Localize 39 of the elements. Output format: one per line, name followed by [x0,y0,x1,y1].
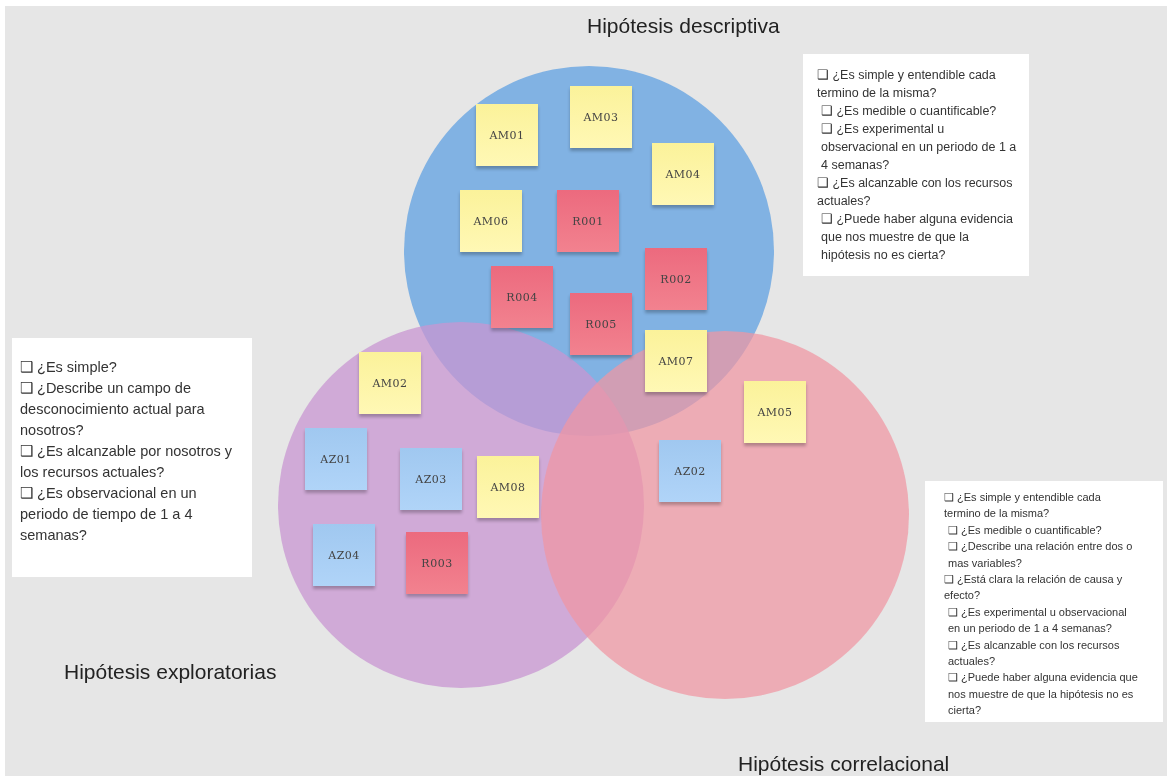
checklist-item: ❑ ¿Puede haber alguna evidencia que nos muestre de que la hipótesis no es cierta? [947,670,1139,719]
sticky-note: R001 [557,190,619,252]
checklist-item: ❑ ¿Es simple? [20,358,118,377]
sticky-note: AZ01 [305,428,367,490]
sticky-note: R002 [645,248,707,310]
sticky-note: R005 [570,293,632,355]
checklist-card [925,481,1163,722]
sticky-note: R004 [491,266,553,328]
checklist-item: ❑ ¿Describe una relación entre dos o mas variables? [947,539,1134,571]
sticky-note: R003 [406,532,468,594]
checklist-item: ❑ ¿Es medible o cuantificable? [820,103,998,120]
sticky-note: AM06 [460,190,522,252]
circle-title: Hipótesis exploratorias [64,660,277,684]
sticky-note: AZ02 [659,440,721,502]
checklist-item: ❑ ¿Es simple y entendible cada termino de la misma? [817,67,997,102]
sticky-note: AM08 [477,456,539,518]
circle-title: Hipótesis descriptiva [587,14,780,38]
checklist-item: ❑ ¿Es experimental u observacional en un periodo de 1 a 4 semanas? [820,121,1018,174]
sticky-note: AM02 [359,352,421,414]
checklist-item: ❑ ¿Es experimental u observacional en un periodo de 1 a 4 semanas? [947,604,1128,637]
sticky-note: AM04 [652,143,714,205]
checklist-card [12,338,252,577]
sticky-note: AZ04 [313,524,375,586]
sticky-note: AM01 [476,104,538,166]
checklist-item: ❑ ¿Es alcanzable por nosotros y los recursos actuales? [20,442,234,482]
checklist-item: ❑ ¿Es alcanzable con los recursos actuales? [947,637,1121,670]
checklist-item: ❑ ¿Puede haber alguna evidencia que nos muestre de que la hipótesis no es cierta? [820,211,1014,264]
checklist-item: ❑ ¿Describe un campo de desconocimiento actual para nosotros? [20,379,206,440]
sticky-note: AM05 [744,381,806,443]
checklist-item: ❑ ¿Es medible o cuantificable? [947,522,1103,538]
checklist-item: ❑ ¿Está clara la relación de causa y efecto? [944,572,1124,604]
checklist-item: ❑ ¿Es simple y entendible cada termino de la misma? [944,490,1102,522]
checklist-item: ❑ ¿Es alcanzable con los recursos actuales? [817,175,1014,210]
checklist-item: ❑ ¿Es observacional en un periodo de tiempo de 1 a 4 semanas? [20,484,198,545]
checklist-card [803,54,1029,276]
sticky-note: AZ03 [400,448,462,510]
sticky-note: AM03 [570,86,632,148]
circle-title: Hipótesis correlacional [738,752,950,776]
sticky-note: AM07 [645,330,707,392]
